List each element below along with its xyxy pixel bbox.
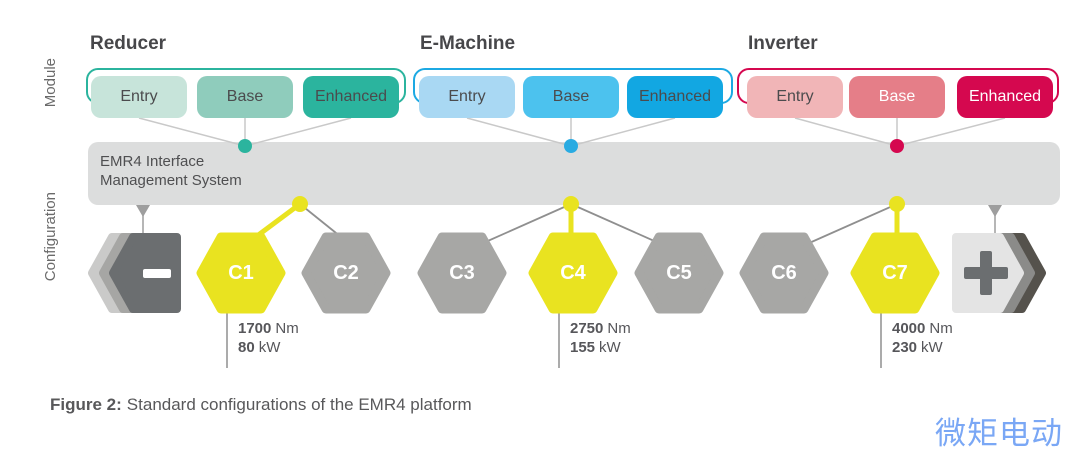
inverter-tier-enhanced: Enhanced [957, 76, 1053, 118]
spec-c4-power: 155 [570, 339, 596, 356]
minus-icon [143, 269, 171, 278]
config-label-c3: C3 [449, 261, 475, 284]
figure-caption: Figure 2:Standard configurations of the … [50, 395, 472, 415]
inverter-tier-base: Base [849, 76, 945, 118]
inverter-tier-entry: Entry [747, 76, 843, 118]
module-title-inverter: Inverter [748, 33, 818, 54]
spec-c4-torque: 2750 [570, 320, 604, 337]
spec-c7-torque: 4000 [892, 320, 926, 337]
axis-label-module: Module [42, 58, 59, 108]
spec-c4-power-unit: kW [599, 339, 621, 356]
axis-label-configuration: Configuration [42, 192, 59, 282]
remove-config-control [84, 229, 190, 322]
config-label-c4: C4 [560, 261, 586, 284]
spec-c1-power: 80 [238, 339, 255, 356]
spec-c7-power: 230 [892, 339, 918, 356]
config-hex-c3: C3 [414, 229, 510, 317]
config-hex-c4: C4 [525, 229, 621, 317]
config-label-c2: C2 [333, 261, 359, 284]
add-config-control [948, 229, 1054, 322]
watermark-logo: 微矩电动 [935, 416, 1063, 451]
spec-c7-power-unit: kW [921, 339, 943, 356]
figure-caption-text: Standard configurations of the EMR4 plat… [126, 395, 472, 414]
emachine-tier-base: Base [523, 76, 619, 118]
config-hex-c1: C1 [193, 229, 289, 317]
emachine-tier-entry: Entry [419, 76, 515, 118]
config-label-c6: C6 [771, 261, 797, 284]
spec-c1-torque: 1700 [238, 320, 272, 337]
figure-caption-label: Figure 2: [50, 395, 122, 414]
spec-c7-torque-unit: Nm [929, 320, 953, 337]
down-arrow-icon [988, 205, 1002, 217]
config-hex-c5: C5 [631, 229, 727, 317]
interface-bar-line1: EMR4 Interface [100, 153, 205, 170]
config-hex-c6: C6 [736, 229, 832, 317]
module-title-emachine: E-Machine [420, 33, 516, 54]
config-hex-c7: C7 [847, 229, 943, 317]
down-arrow-icon [136, 205, 150, 217]
config-label-c5: C5 [666, 261, 692, 284]
interface-bar-text: EMR4 Interface Management System [88, 142, 1060, 190]
reducer-tier-enhanced: Enhanced [303, 76, 399, 118]
interface-bar-line2: Management System [100, 172, 242, 189]
reducer-tier-base: Base [197, 76, 293, 118]
module-title-reducer: Reducer [90, 33, 167, 54]
emachine-tier-enhanced: Enhanced [627, 76, 723, 118]
config-label-c1: C1 [228, 261, 254, 284]
config-label-c7: C7 [882, 261, 908, 284]
interface-management-bar: EMR4 Interface Management System [88, 142, 1060, 205]
spec-c1-power-unit: kW [258, 339, 281, 356]
spec-c1-torque-unit: Nm [275, 320, 299, 337]
plus-icon [964, 251, 1008, 295]
reducer-tier-entry: Entry [91, 76, 187, 118]
config-hex-c2: C2 [298, 229, 394, 317]
spec-c4-torque-unit: Nm [607, 320, 631, 337]
